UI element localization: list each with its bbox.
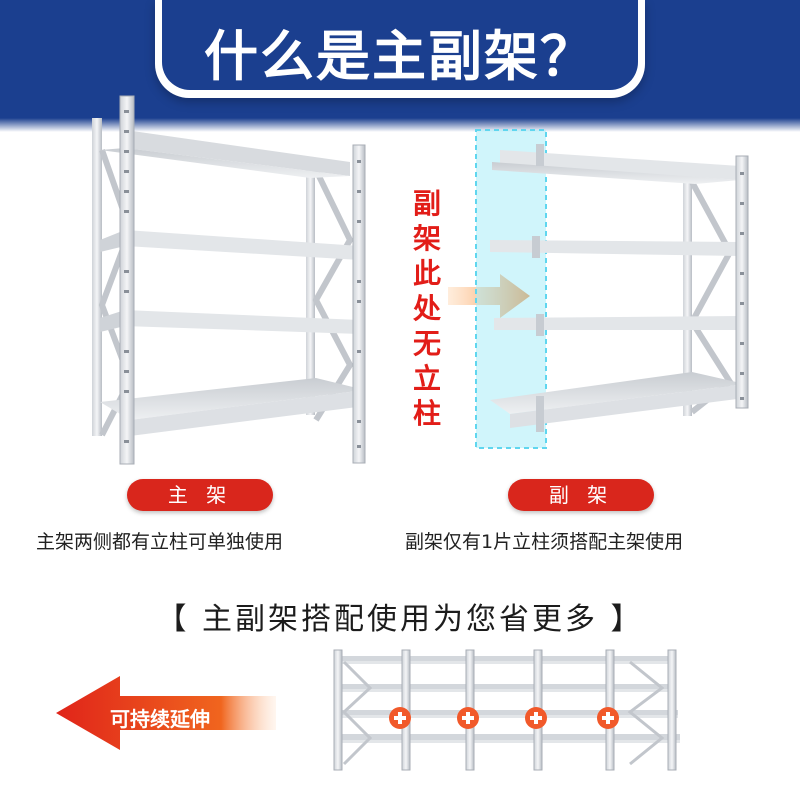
plus-icon	[525, 707, 547, 729]
sub-rack-pill: 副 架	[508, 479, 654, 511]
plus-icon	[457, 707, 479, 729]
sub-rack-callout: 副架此处无立柱	[412, 187, 441, 430]
plus-icon	[389, 707, 411, 729]
main-rack-image	[92, 95, 366, 465]
page-title: 什么是主副架？	[204, 25, 596, 88]
section-heading: 【 主副架搭配使用为您省更多 】	[156, 602, 644, 637]
combined-rack-image	[333, 649, 680, 771]
extend-arrow-icon	[56, 676, 276, 750]
title-tab: 什么是主副架？	[155, 0, 645, 98]
main-rack-caption: 主架两侧都有立柱可单独使用	[36, 531, 284, 553]
sub-rack-caption: 副架仅有1片立柱须搭配主架使用	[405, 531, 684, 553]
plus-icon	[597, 707, 619, 729]
main-rack-pill: 主 架	[127, 479, 273, 511]
header-band-fade	[0, 118, 800, 132]
title-tab-inner: 什么是主副架？	[162, 0, 638, 90]
sub-rack-image	[475, 129, 749, 449]
extend-label: 可持续延伸	[110, 707, 210, 731]
